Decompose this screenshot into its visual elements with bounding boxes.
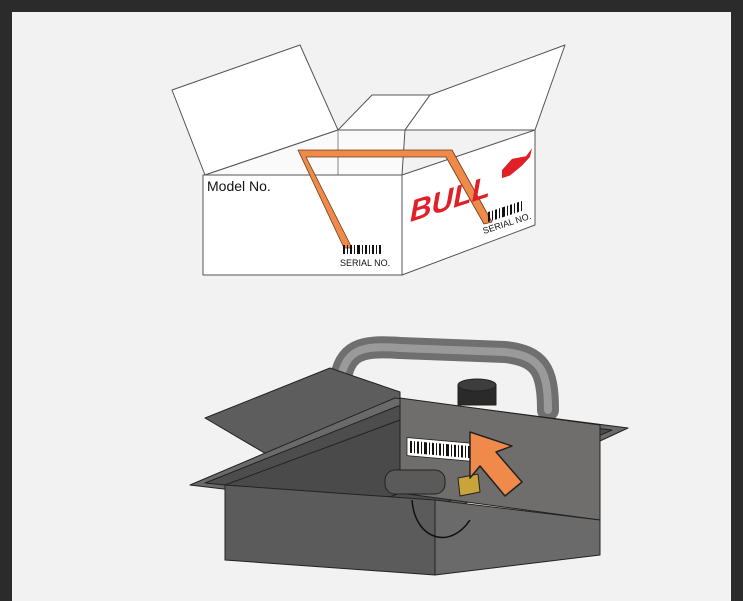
brass-fitting [458, 474, 480, 496]
model-number-label: Model No. [207, 178, 271, 194]
gas-pipe [385, 470, 445, 494]
front-serial-label: SERIAL NO. [340, 258, 390, 268]
front-panel [225, 485, 435, 575]
